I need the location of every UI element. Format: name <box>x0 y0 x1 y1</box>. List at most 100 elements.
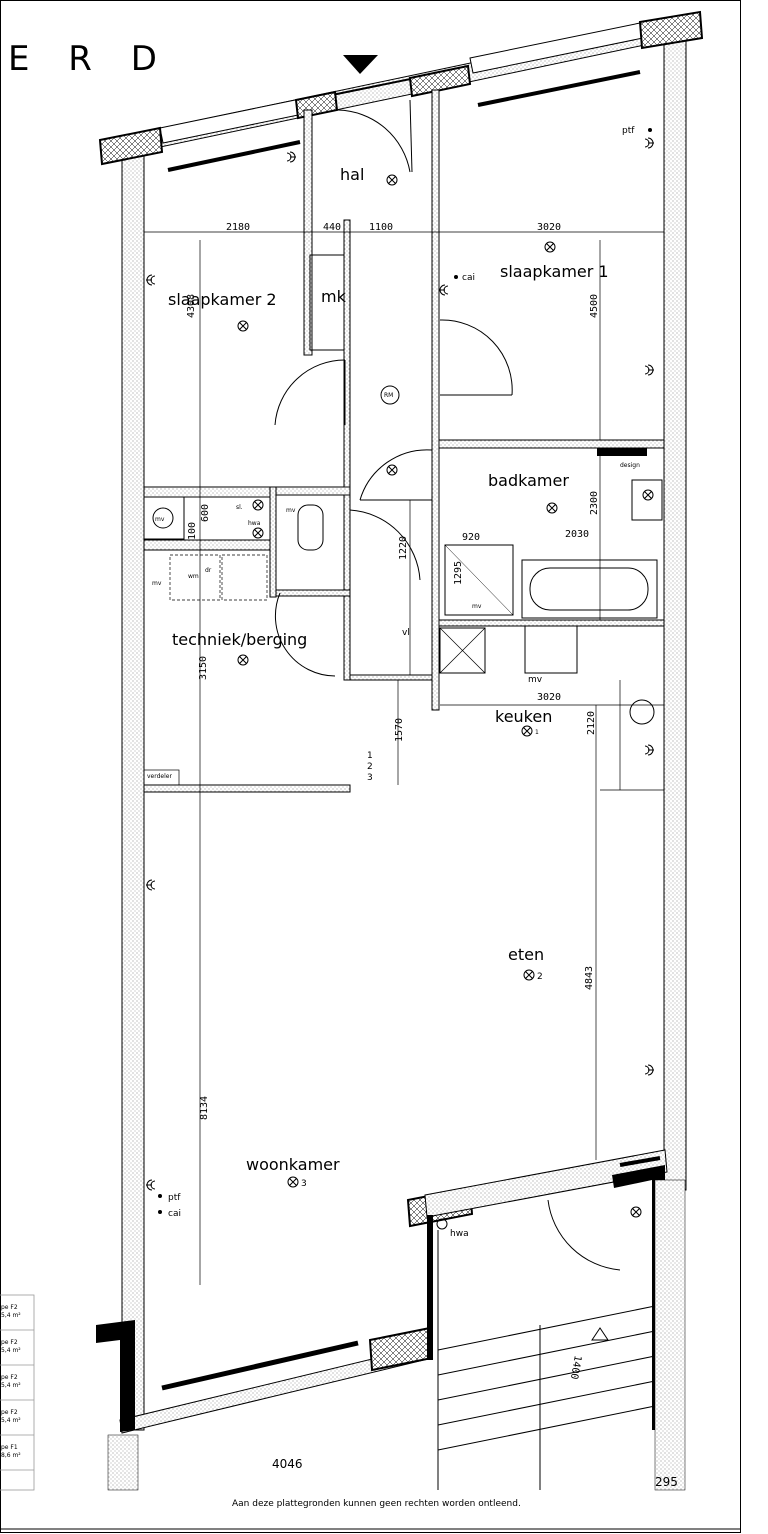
light-point-icon <box>252 527 264 539</box>
balcony-left-rail <box>107 1434 139 1491</box>
mv3-label: mv <box>152 580 162 587</box>
legend-type: pe F2 <box>1 1304 18 1311</box>
light-point-icon <box>544 241 556 253</box>
dim-295: 295 <box>655 1475 678 1489</box>
bathtub-inner <box>529 567 649 611</box>
rm-circle-icon <box>380 385 400 405</box>
outlet-icon <box>145 879 156 891</box>
legend-type: pe F2 <box>1 1339 18 1346</box>
outlet-icon <box>644 137 655 149</box>
room-techniek: techniek/berging <box>172 630 307 649</box>
dim-100: 100 <box>187 522 198 540</box>
vl-label: vl <box>402 628 410 638</box>
light-point-icon <box>386 464 398 476</box>
dim-4308: 4308 <box>186 294 197 318</box>
door-swings <box>274 99 621 1271</box>
mv2-label: mv <box>286 507 296 514</box>
room-hal: hal <box>340 165 364 184</box>
light-point-icon <box>630 1206 642 1218</box>
balcony-sill <box>619 1156 661 1167</box>
light-subindex-1: 1 <box>535 729 539 736</box>
balcony-right-rail <box>654 1179 686 1491</box>
left-wall <box>121 149 145 1431</box>
dim-600: 600 <box>200 504 211 522</box>
room-keuken: keuken <box>495 707 552 726</box>
balcony-facade <box>424 1149 668 1218</box>
dimension-lines <box>144 231 664 1285</box>
dryer <box>221 554 268 601</box>
switch-3-label: 3 <box>367 773 373 783</box>
dim-1400: 1400 <box>568 1354 583 1380</box>
dim-3020b: 3020 <box>537 692 561 703</box>
mv5-label: mv <box>528 675 543 685</box>
washbasin <box>631 479 663 521</box>
ptf-top-label: ptf <box>622 126 635 136</box>
dim-1100: 1100 <box>369 222 393 233</box>
legend-table: pe F2 5,4 m² pe F2 5,4 m² pe F2 5,4 m² p… <box>0 1294 35 1491</box>
light-point-icon <box>287 1176 299 1188</box>
light-point-icon <box>252 499 264 511</box>
dr-label: dr <box>205 567 212 574</box>
outlet-icon <box>644 744 655 756</box>
switch-1-label: 1 <box>367 751 373 761</box>
dim-8134: 8134 <box>199 1096 210 1120</box>
dim-2180: 2180 <box>226 222 250 233</box>
ptf-bottom-label: ptf <box>168 1193 181 1203</box>
mv-label: mv <box>155 516 165 523</box>
dim-4046: 4046 <box>272 1457 303 1471</box>
light-point-icon <box>521 725 533 737</box>
legend-type: pe F1 <box>1 1444 18 1451</box>
footer-disclaimer: Aan deze plattegronden kunnen geen recht… <box>232 1499 521 1509</box>
shower-diag <box>444 544 514 616</box>
dim-2030: 2030 <box>565 529 589 540</box>
toilet-bowl <box>297 504 324 551</box>
page-frame <box>0 0 741 1533</box>
boiler-icon <box>152 507 174 529</box>
outlet-icon <box>145 1179 156 1191</box>
ptf-bottom-dot <box>158 1194 162 1198</box>
light-point-icon <box>642 489 654 501</box>
washing-machine <box>169 554 221 601</box>
interior-walls <box>143 89 665 793</box>
outlet-icon <box>644 364 655 376</box>
distribution-box <box>143 769 180 786</box>
corner-bottom-left <box>96 1320 135 1432</box>
light-subindex-3: 3 <box>301 1179 307 1189</box>
room-slaapkamer-2: slaapkamer 2 <box>168 290 277 309</box>
corner-top-left <box>98 126 164 166</box>
verdeler-label: verdeler <box>147 773 172 780</box>
sl-label: sl. <box>236 504 243 511</box>
room-mk: mk <box>321 287 347 306</box>
boiler-unit <box>143 496 185 540</box>
right-wall <box>663 39 687 1191</box>
legend-type: pe F2 <box>1 1409 18 1416</box>
light-subindex-2: 2 <box>537 972 543 982</box>
balcony-stairs <box>437 1230 656 1490</box>
bottom-window-sill <box>161 1340 359 1391</box>
room-badkamer: badkamer <box>488 471 569 490</box>
legend-area: 8,6 m² <box>1 1452 21 1459</box>
room-eten: eten <box>508 945 544 964</box>
outlet-icon <box>286 151 297 163</box>
hwa-bottom-label: hwa <box>450 1229 469 1239</box>
kitchen-counter <box>524 625 578 674</box>
legend-area: 5,4 m² <box>1 1312 21 1319</box>
corner-bottom-mid <box>368 1326 434 1372</box>
legend-area: 5,4 m² <box>1 1417 21 1424</box>
light-point-icon <box>523 969 535 981</box>
dim-2300: 2300 <box>589 491 600 515</box>
stair-up-icon <box>591 1327 609 1341</box>
room-rm: RM <box>384 392 393 399</box>
dim-4500: 4500 <box>589 294 600 318</box>
ptf-top-dot <box>648 128 652 132</box>
cai-bottom-dot <box>158 1210 162 1214</box>
window-sill-1 <box>167 140 301 172</box>
shower-tray <box>444 544 514 616</box>
dim-440: 440 <box>323 222 341 233</box>
cai-top-label: cai <box>462 273 475 283</box>
dim-1220: 1220 <box>398 536 409 560</box>
dim-3020a: 3020 <box>537 222 561 233</box>
corner-top-right <box>638 10 704 50</box>
dim-920: 920 <box>462 532 480 543</box>
